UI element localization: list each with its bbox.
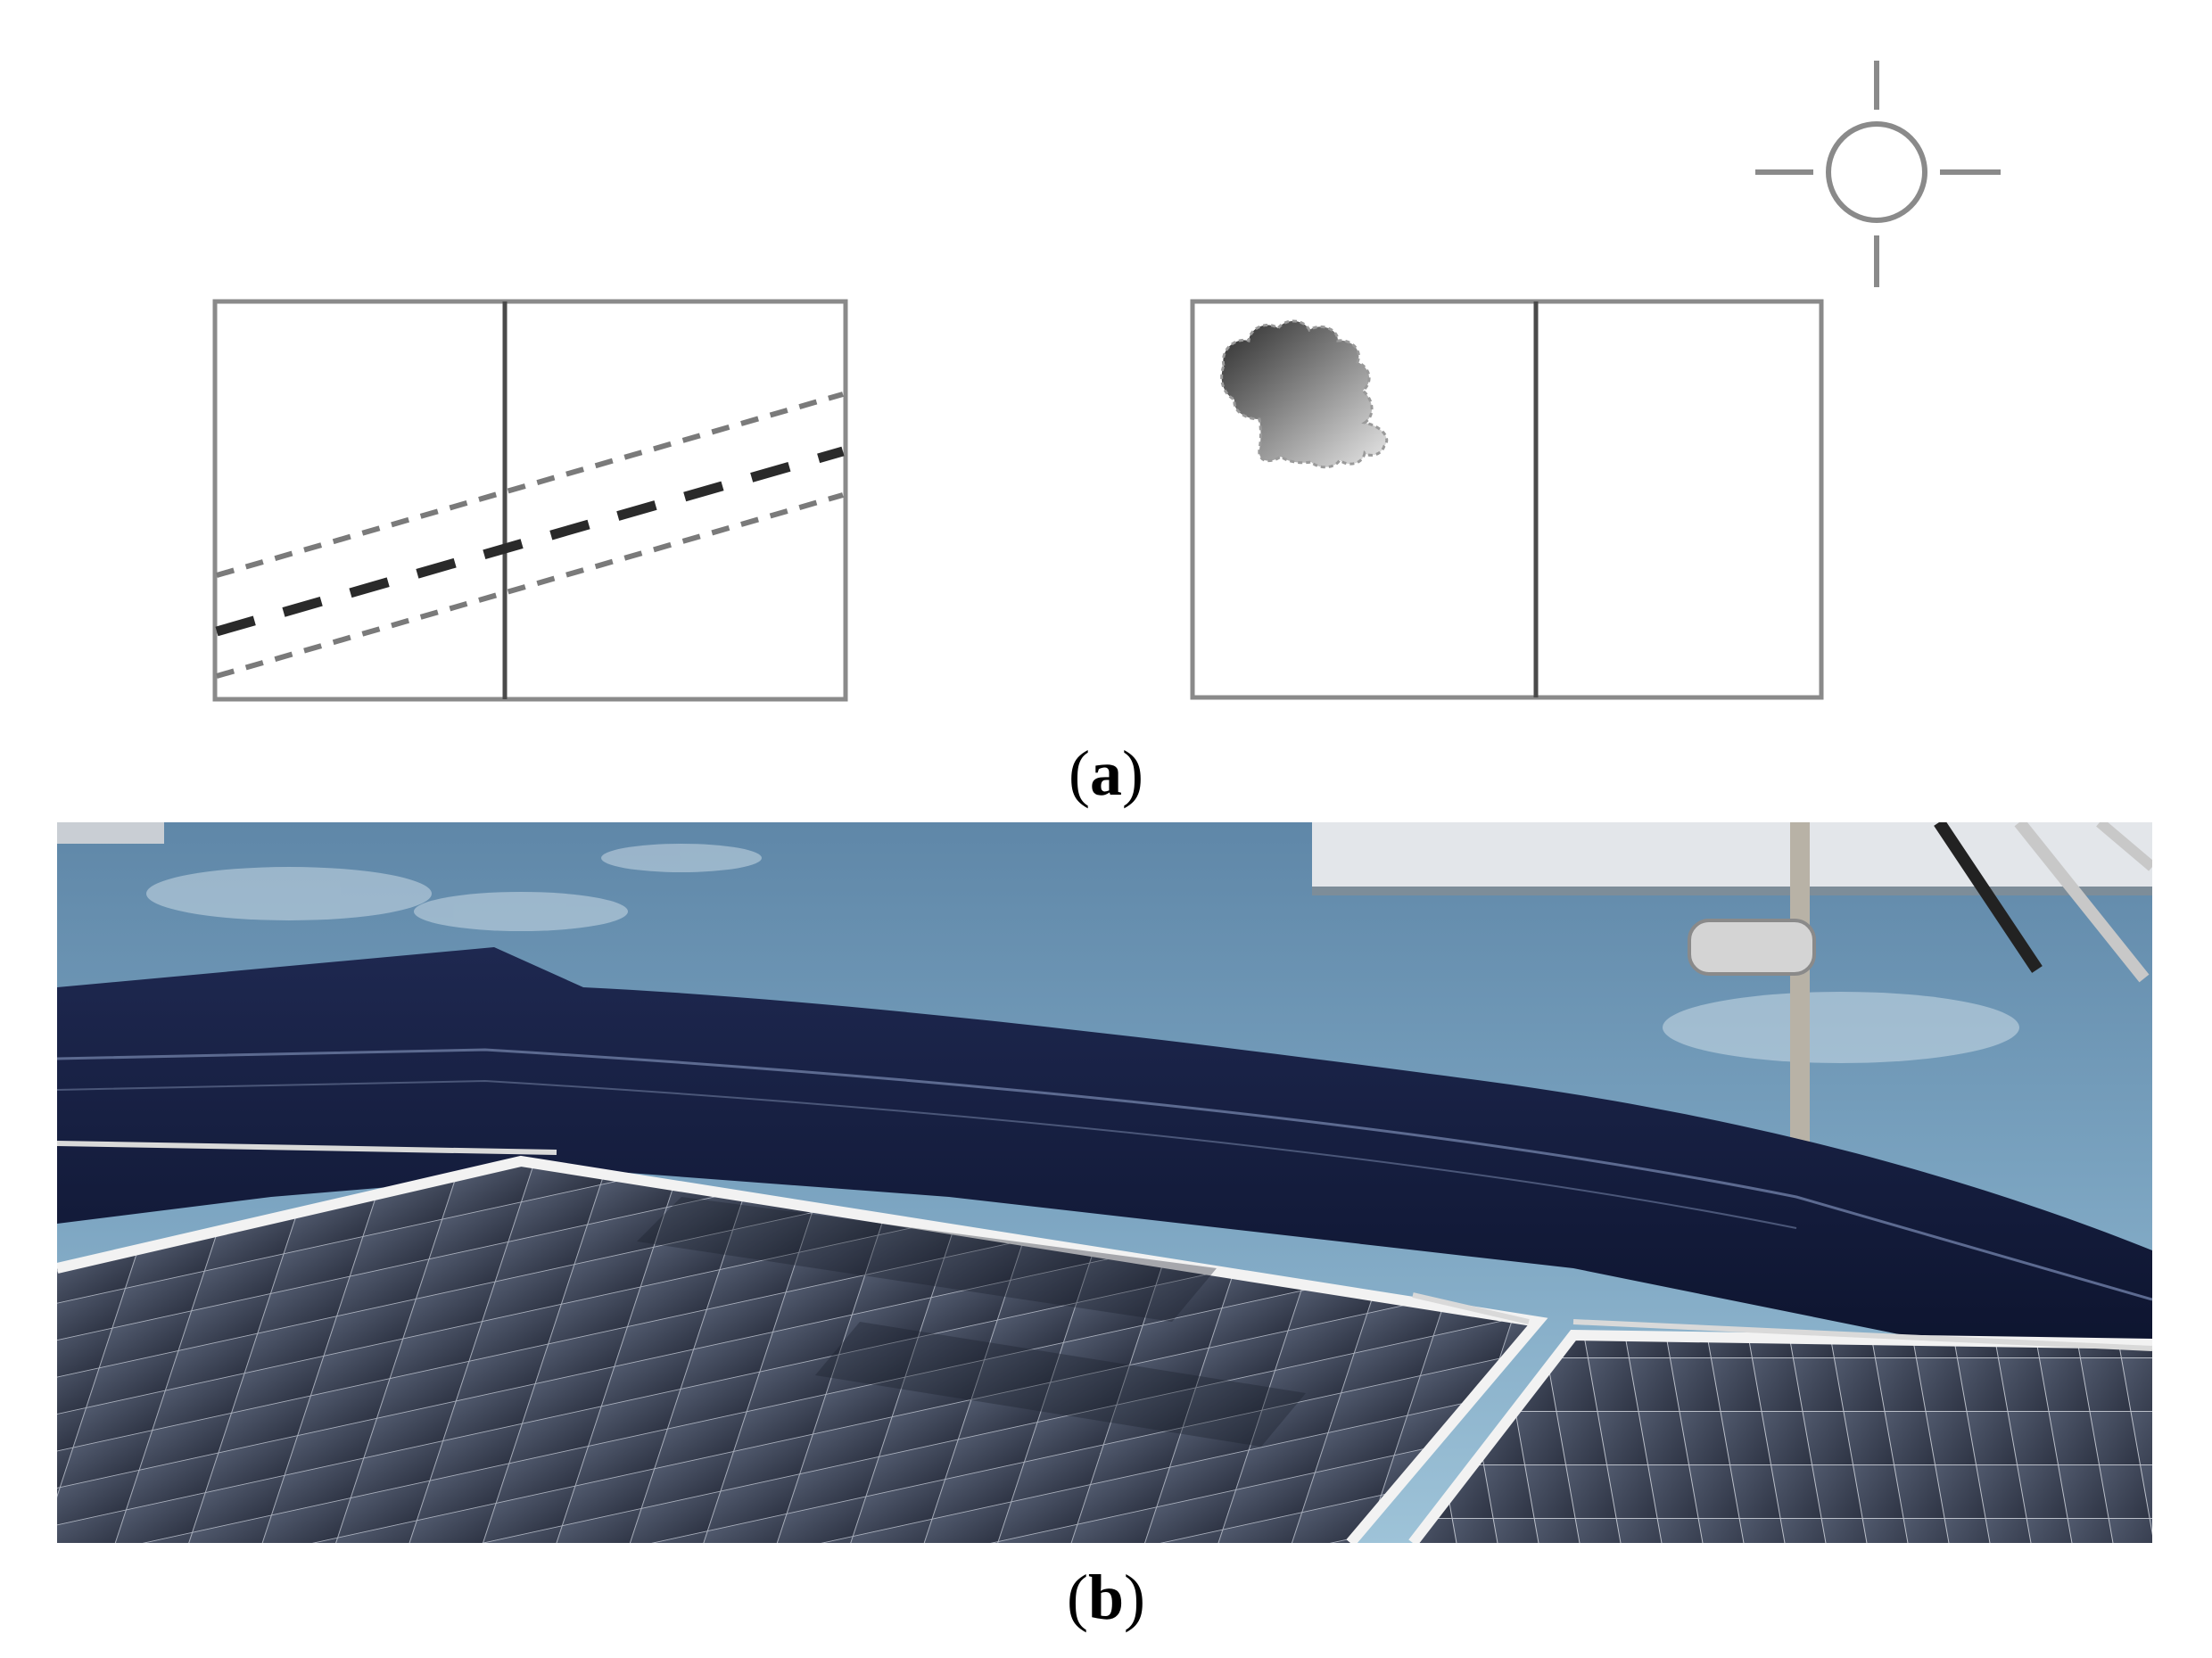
boat-rail [1688, 822, 2152, 1152]
cover-seam-2 [57, 1079, 1797, 1229]
cover-seam [57, 1048, 2152, 1301]
shadow-centerline [215, 446, 845, 637]
tie-downs [57, 1141, 2152, 1351]
left-module-1 [212, 299, 508, 702]
panel-b-caption: (b) [1066, 1562, 1145, 1633]
sun-icon [1755, 61, 2001, 287]
dock-shadow [1312, 887, 2152, 895]
shadow-edge-lower [216, 492, 844, 679]
solar-panel-left [57, 1161, 1538, 1543]
distant-boat [57, 822, 164, 844]
panel-a-diagram [212, 61, 2001, 702]
dock [1312, 822, 2152, 894]
water-reflections [146, 844, 2019, 1063]
boat-cover [57, 947, 2152, 1340]
cloud-shadow-icon [1220, 319, 1389, 469]
linear-shading-schematic [212, 299, 848, 702]
solar-boat-photo [57, 822, 2152, 1543]
solar-panel-left-frame [57, 1155, 1548, 1543]
solar-panel-right [1413, 1335, 2152, 1543]
right-module-2 [1533, 299, 1824, 700]
panel-a-caption: (a) [1069, 738, 1143, 809]
rail-shadows [637, 1197, 1306, 1447]
panel-b-photo [57, 822, 2152, 1543]
left-module-2 [502, 299, 848, 702]
shadow-edge-upper [216, 392, 844, 578]
cloud-shading-schematic [1190, 299, 1824, 700]
